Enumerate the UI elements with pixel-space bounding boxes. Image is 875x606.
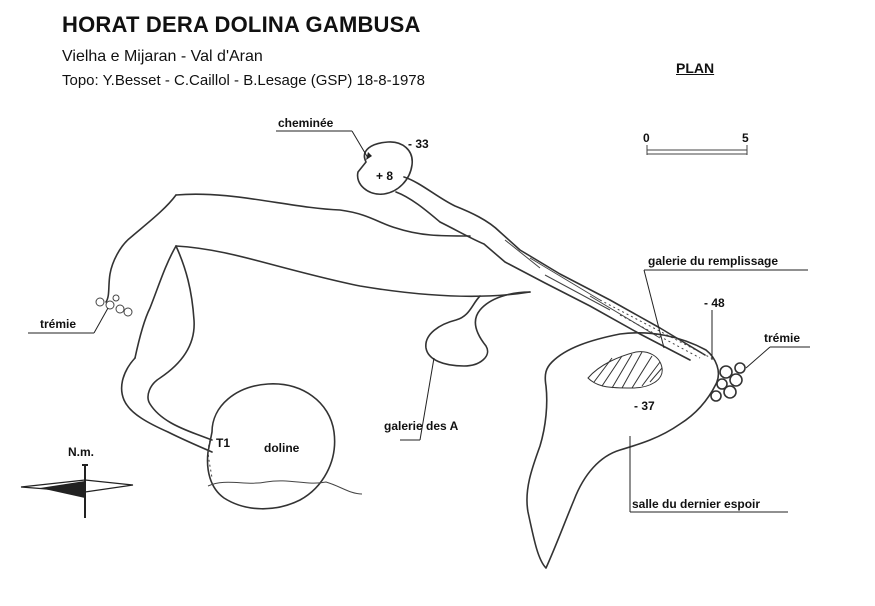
- left-rubble-icon: [95, 294, 133, 317]
- scale-start-label: 0: [643, 131, 650, 145]
- depth-37-label: - 37: [634, 399, 655, 413]
- right-rubble-icon: [710, 362, 746, 402]
- right-rubble-label: trémie: [764, 331, 800, 345]
- scale-bar: 0 5: [643, 131, 749, 155]
- north-arrow-icon: N.m.: [20, 445, 134, 518]
- map-location: Vielha e Mijaran - Val d'Aran: [62, 48, 263, 65]
- left-gallery-south-wall: [175, 245, 531, 298]
- upper-gallery-lower-wall: [395, 191, 691, 361]
- depth-48-label: - 48: [704, 296, 725, 310]
- doline-label: doline: [264, 441, 300, 455]
- gallery-a: [425, 291, 531, 367]
- view-type-label: PLAN: [676, 60, 715, 76]
- left-gallery-north-wall: [175, 193, 471, 237]
- north-label: N.m.: [68, 445, 94, 459]
- chimney-depth-label: - 33: [408, 137, 429, 151]
- map-title: HORAT DERA DOLINA GAMBUSA: [62, 12, 421, 37]
- chimney-label: cheminée: [278, 116, 334, 130]
- last-hope-label: salle du dernier espoir: [632, 497, 760, 511]
- scale-end-label: 5: [742, 131, 749, 145]
- left-rubble-label: trémie: [40, 317, 76, 331]
- t1-label: T1: [216, 436, 230, 450]
- hatched-deposit: [587, 351, 663, 389]
- upper-gallery: [403, 176, 706, 356]
- chimney-chamber: [356, 141, 413, 195]
- chimney-height-label: + 8: [376, 169, 393, 183]
- gallery-fill-label: galerie du remplissage: [648, 254, 778, 268]
- gallery-a-label: galerie des A: [384, 419, 459, 433]
- last-hope-chamber: [526, 331, 720, 569]
- doline-outline: [206, 383, 336, 510]
- survey-credits: Topo: Y.Besset - C.Caillol - B.Lesage (G…: [62, 72, 425, 89]
